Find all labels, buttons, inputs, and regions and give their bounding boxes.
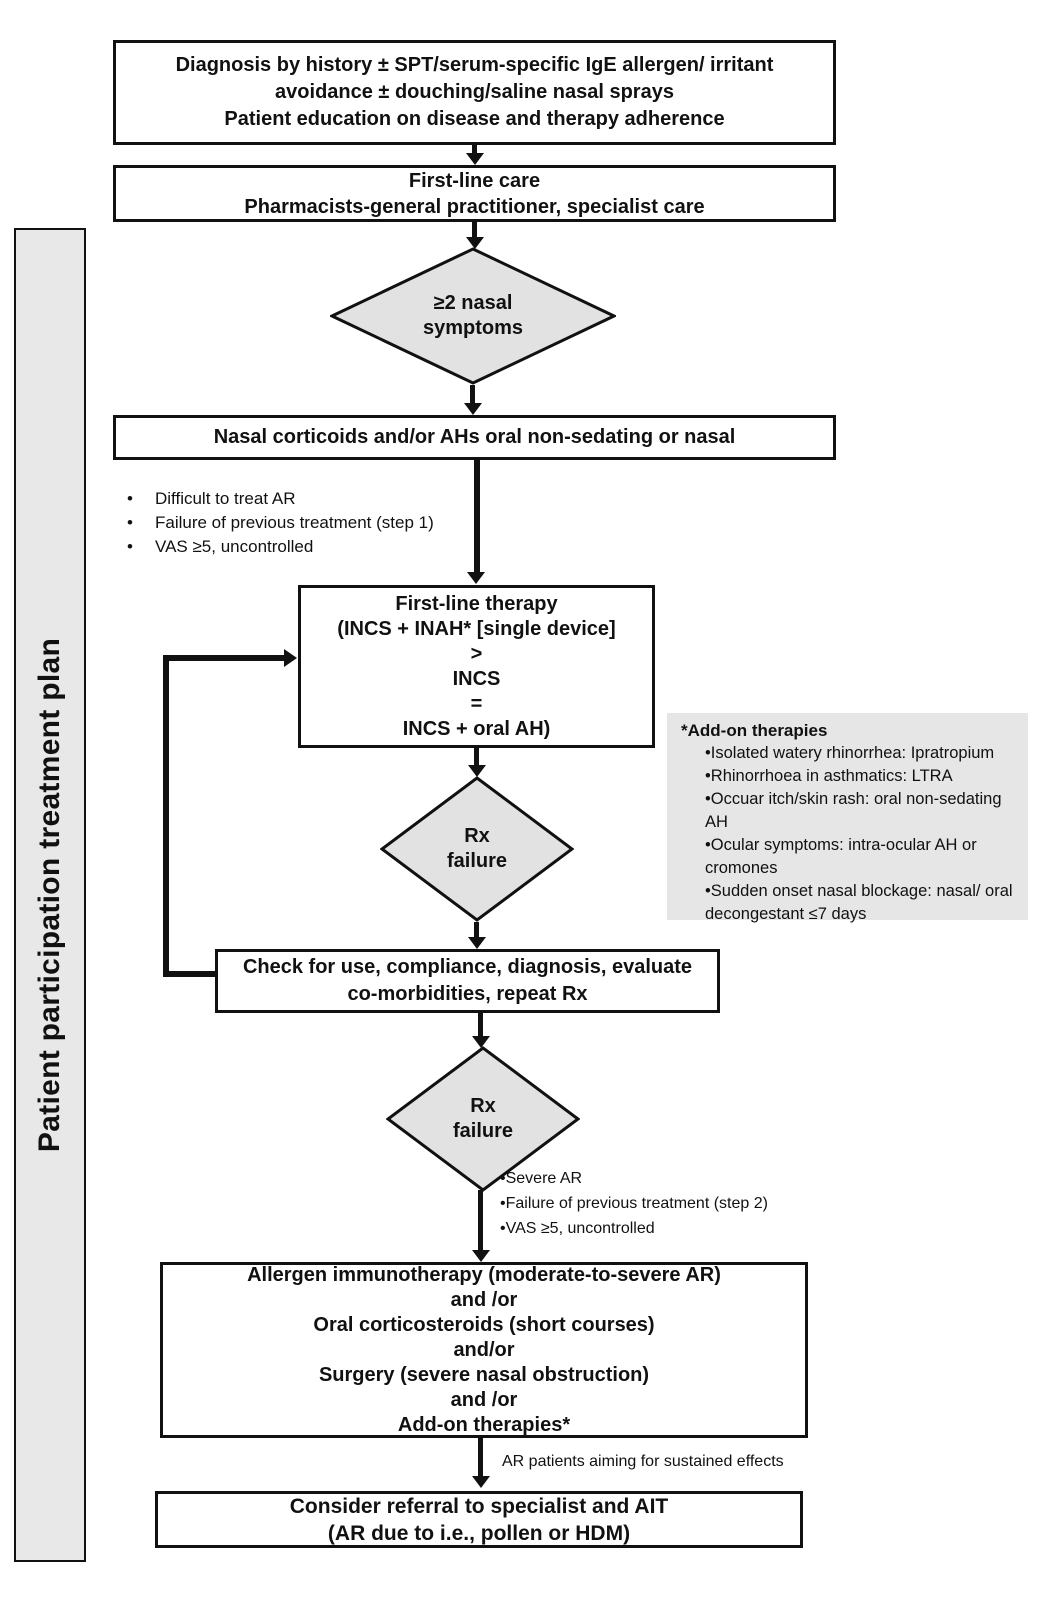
feedback-line: [163, 655, 284, 661]
arrow-line: [474, 922, 479, 939]
step1-criteria-list: Difficult to treat AR Failure of previou…: [125, 488, 470, 560]
rx-failure-label: Rx failure: [452, 1095, 514, 1142]
nasal-symptoms-label: ≥2 nasal symptoms: [422, 292, 524, 339]
rx-failure-decision-2: Rx failure: [386, 1046, 580, 1192]
rx-failure-label: Rx failure: [446, 825, 508, 872]
list-item: Failure of previous treatment (step 2): [500, 1191, 835, 1216]
list-item: Severe AR: [500, 1166, 835, 1191]
arrow-down-icon: [468, 765, 486, 777]
arrow-down-icon: [472, 1476, 490, 1488]
escalation-therapy-box: Allergen immunotherapy (moderate-to-seve…: [160, 1262, 808, 1438]
referral-box: Consider referral to specialist and AIT …: [155, 1491, 803, 1548]
arrow-line: [478, 1013, 483, 1037]
arrow-line: [478, 1438, 483, 1478]
arrow-down-icon: [472, 1036, 490, 1048]
list-item: Failure of previous treatment (step 1): [125, 512, 470, 534]
sustained-effects-label: AR patients aiming for sustained effects: [502, 1453, 784, 1470]
step2-criteria-list: Severe AR Failure of previous treatment …: [500, 1166, 835, 1241]
arrow-line: [472, 145, 477, 155]
first-line-care-box: First-line care Pharmacists-general prac…: [113, 165, 836, 222]
patient-participation-banner: Patient participation treatment plan: [14, 228, 86, 1562]
list-item: VAS ≥5, uncontrolled: [125, 536, 470, 558]
list-item: Difficult to treat AR: [125, 488, 470, 510]
diagnosis-box: Diagnosis by history ± SPT/serum-specifi…: [113, 40, 836, 145]
diamond-shape: [386, 1046, 580, 1192]
diamond-shape: [330, 247, 616, 385]
feedback-line: [163, 971, 217, 977]
addon-therapies-note: *Add-on therapies Isolated watery rhinor…: [667, 713, 1028, 923]
arrow-line: [472, 222, 477, 239]
rx-failure-decision-1: Rx failure: [380, 776, 574, 922]
arrow-down-icon: [466, 153, 484, 165]
arrow-down-icon: [468, 937, 486, 949]
diamond-shape: [380, 776, 574, 922]
nasal-symptoms-decision: ≥2 nasal symptoms: [330, 247, 616, 385]
list-item: Rhinorrhoea in asthmatics: LTRA: [681, 765, 1020, 788]
arrow-line: [478, 1190, 483, 1252]
arrow-line: [474, 748, 479, 767]
first-line-therapy-box: First-line therapy (INCS + INAH* [single…: [298, 585, 655, 748]
patient-participation-label: Patient participation treatment plan: [33, 637, 66, 1153]
list-item: Isolated watery rhinorrhea: Ipratropium: [681, 742, 1020, 765]
arrow-line: [470, 385, 475, 405]
list-item: Occuar itch/skin rash: oral non-sedating…: [681, 788, 1020, 834]
list-item: Ocular symptoms: intra-ocular AH or crom…: [681, 834, 1020, 880]
addon-note-title: *Add-on therapies: [681, 721, 828, 740]
check-compliance-box: Check for use, compliance, diagnosis, ev…: [215, 949, 720, 1013]
nasal-corticoids-box: Nasal corticoids and/or AHs oral non-sed…: [113, 415, 836, 460]
arrow-down-icon: [467, 572, 485, 584]
list-item: VAS ≥5, uncontrolled: [500, 1216, 835, 1241]
arrow-down-icon: [464, 403, 482, 415]
arrow-down-icon: [472, 1250, 490, 1262]
list-item: Sudden onset nasal blockage: nasal/ oral…: [681, 880, 1020, 926]
feedback-line: [163, 655, 169, 977]
arrow-down-icon: [466, 237, 484, 249]
arrow-right-icon: [284, 649, 297, 667]
arrow-line: [474, 460, 480, 573]
